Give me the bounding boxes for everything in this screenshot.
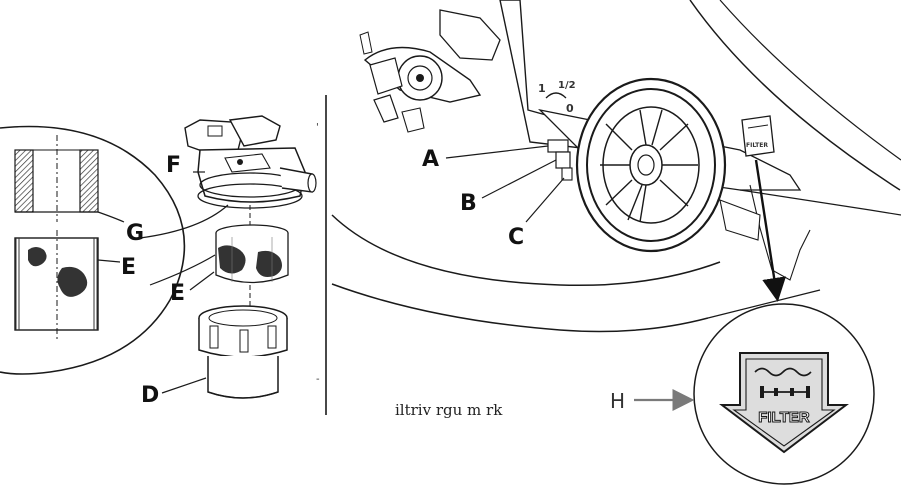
label-a: A [422,147,439,172]
tube-section-g [14,135,99,222]
filter-symbol-magnifier: FILTER [693,303,875,485]
filter-symbol-arrow [719,352,849,454]
svg-text:': ' [316,122,319,133]
mesh-section-e [14,230,99,340]
label-f: F [166,153,181,178]
svg-text:-: - [316,374,320,385]
valve-part-a [547,139,569,153]
filter-plaque-small: FILTER [741,115,775,157]
detail-magnifier [0,125,229,375]
label-h: H [610,389,625,413]
lever-mark-zero: 0 [566,102,574,115]
label-e-detail: E [121,255,136,280]
diagram-caption: iltriv rgu m rk [395,401,503,419]
label-e-main: E [170,281,185,306]
valve-part-c [561,167,573,181]
filter-cartridge-icon [760,386,810,398]
zoom-arrow [754,159,787,302]
label-c: C [508,225,524,250]
filter-mesh-e [215,224,289,284]
label-d: D [141,383,159,408]
plaque-small-label: FILTER [746,142,768,149]
water-waves-icon [754,367,812,377]
label-b: B [460,191,477,216]
rear-wheel [575,77,727,253]
filter-symbol-label: FILTER [758,409,810,426]
filter-head [184,115,317,209]
valve-part-b [555,151,571,169]
lever-mark-one: 1 [538,82,546,95]
lever-mark-half: 1/2 [558,80,576,91]
filter-bowl-d [198,305,288,399]
label-g: G [126,221,144,246]
